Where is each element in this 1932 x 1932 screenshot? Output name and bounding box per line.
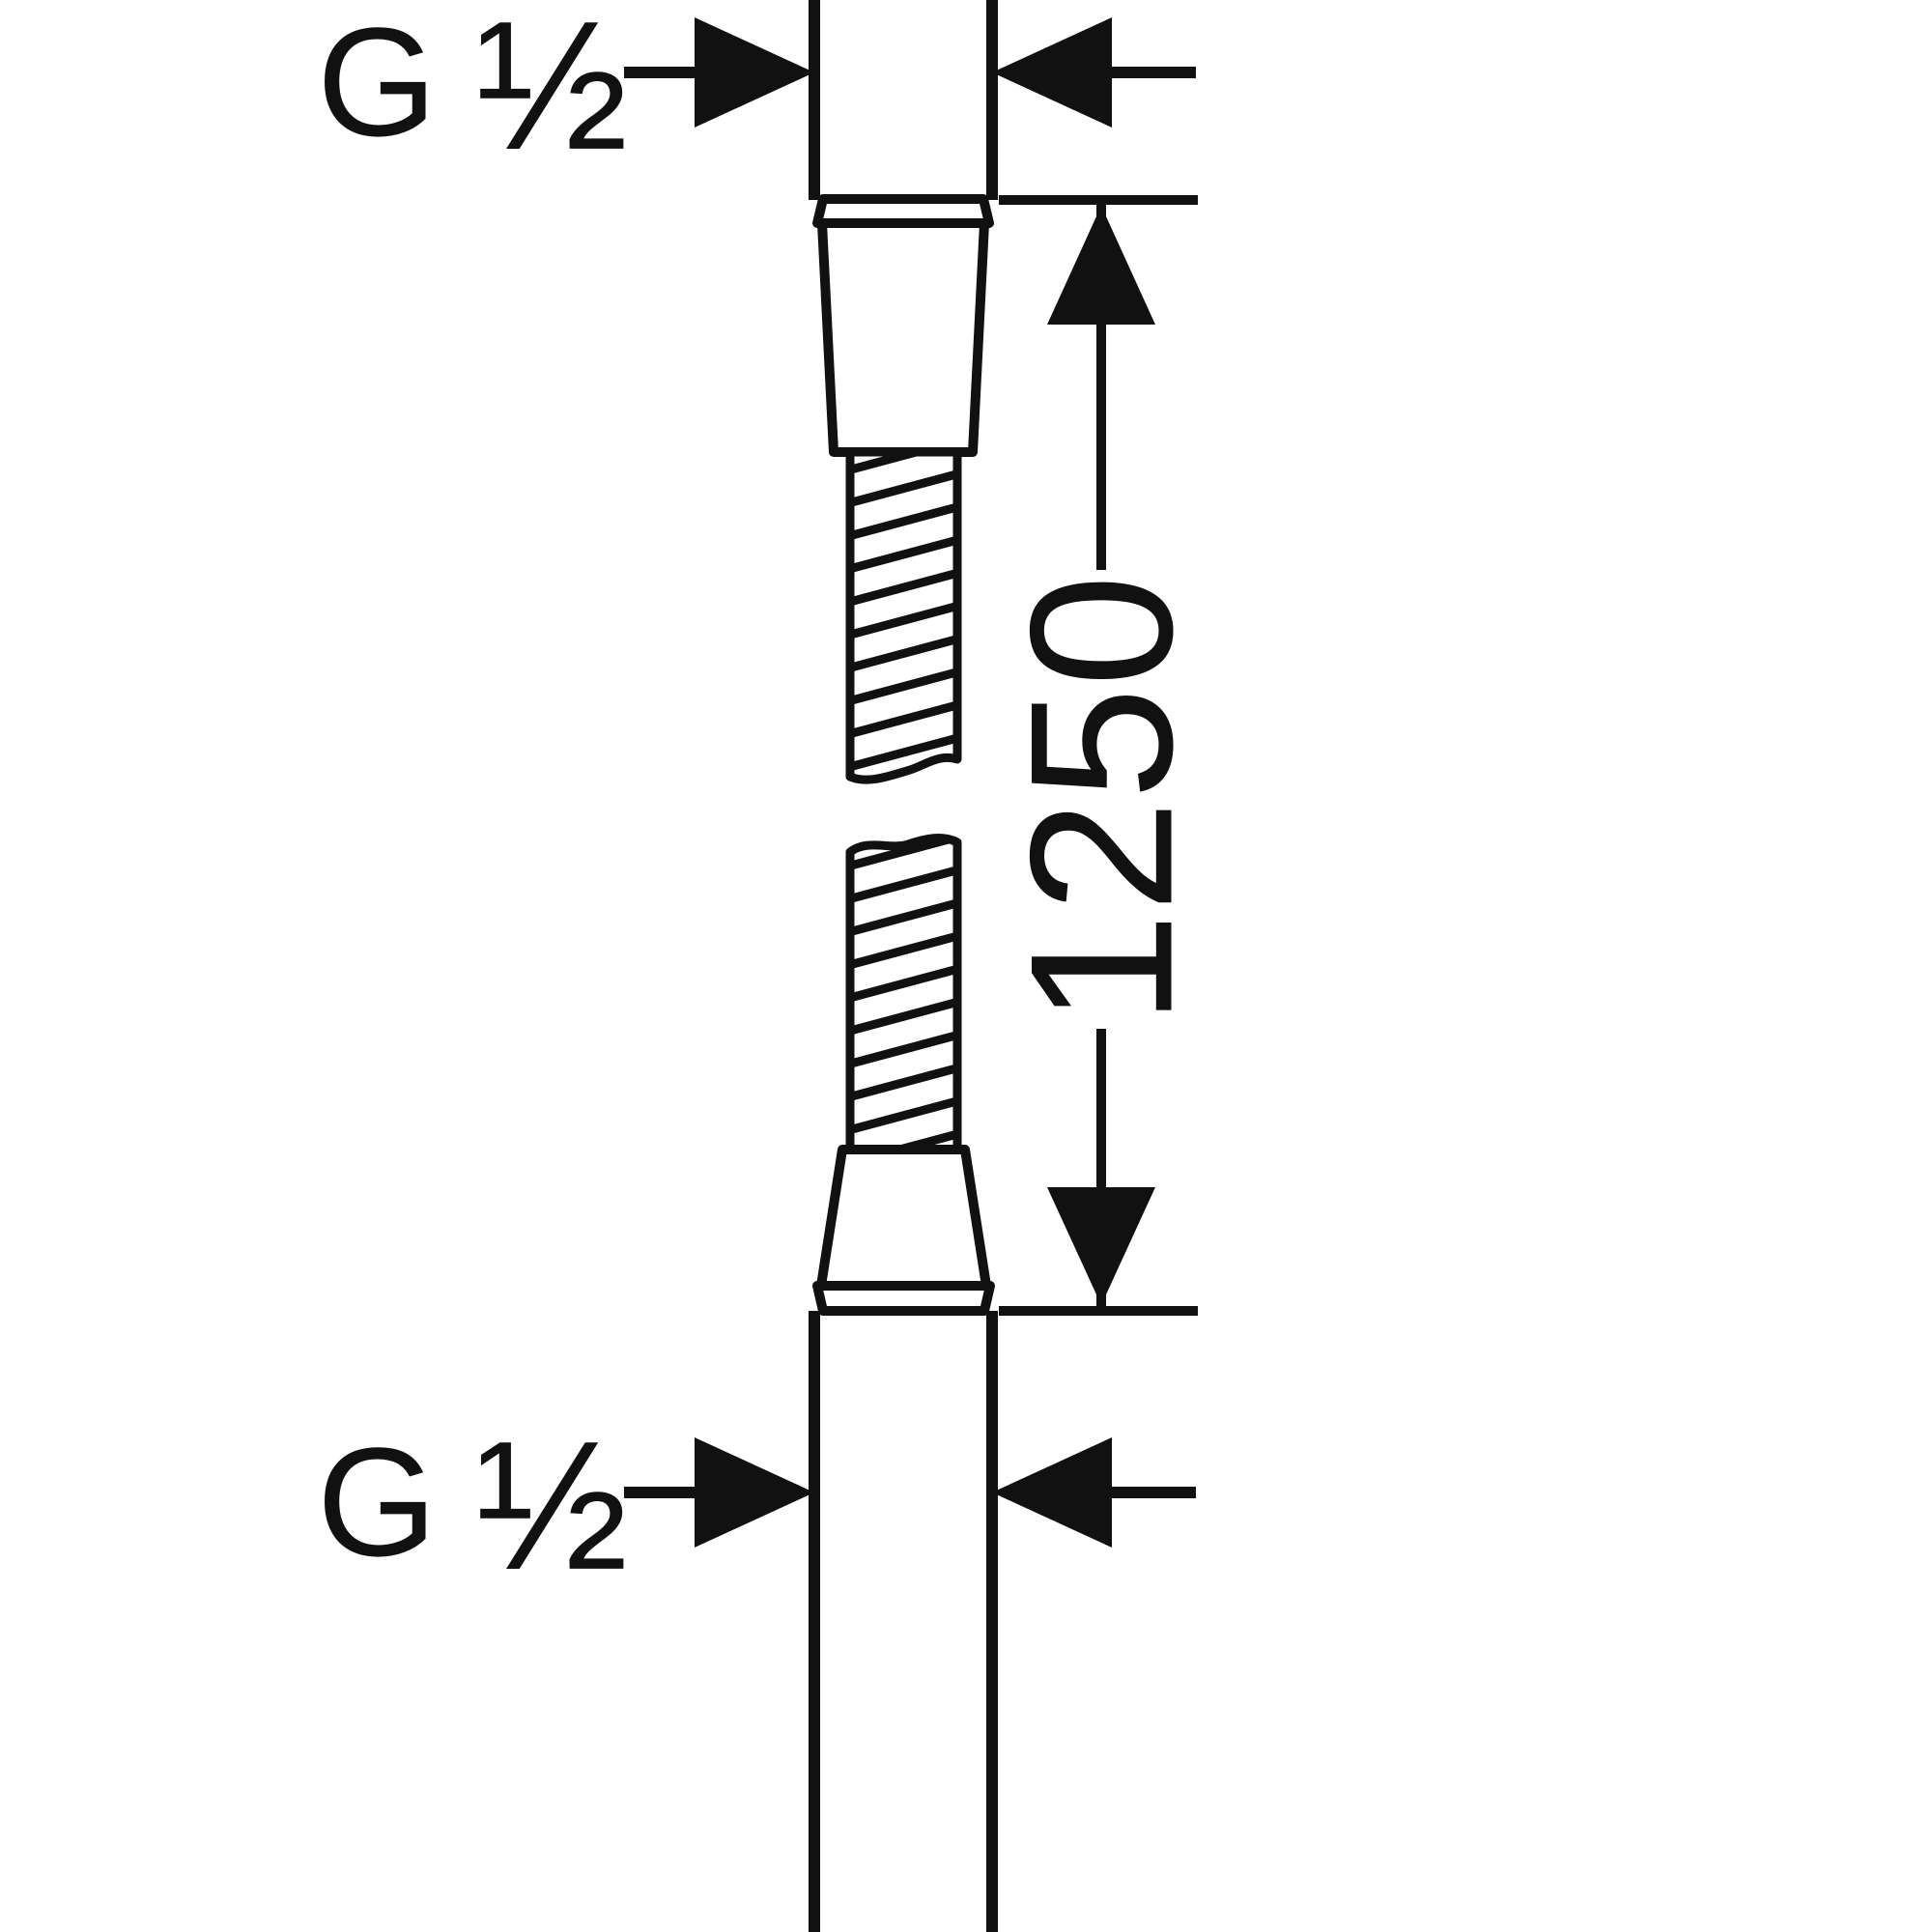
bottom-hose-nut-cap [812,1281,995,1316]
bottom-thread-label-fraction: ½ [475,1404,628,1608]
length-dim-value: 1250 [988,574,1215,1025]
top-thread-label-fraction: ½ [475,0,628,188]
bottom-thread-label-g: G [317,1415,437,1588]
top-hose-nut-body [817,218,989,457]
top-dim-arrowhead-left-icon [992,17,1112,128]
length-dim-arrowhead-down-icon [1047,1187,1155,1305]
length-dim-arrowhead-up-icon [1047,206,1155,325]
top-dim-arrowhead-right-icon [695,17,814,128]
bottom-dim-arrowhead-right-icon [695,1437,814,1548]
top-thread-label-g: G [317,0,437,168]
bottom-hose-nut-body [816,1145,991,1291]
hose-lower-segment [845,834,962,1154]
hose-upper-segment [845,447,962,784]
bottom-dim-arrowhead-left-icon [992,1437,1112,1548]
top-hose-nut-cap [812,194,994,228]
